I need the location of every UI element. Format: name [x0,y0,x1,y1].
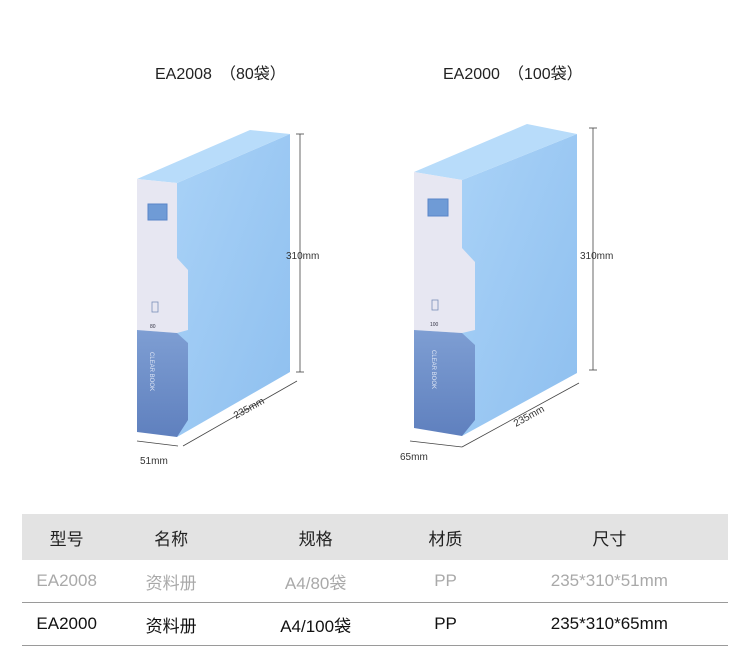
binder-ea2000-spine-window [427,198,449,217]
cell-size: 235*310*51mm [490,560,728,603]
binder-ea2008-spine-icon [151,301,159,313]
table-row: EA2008 资料册 A4/80袋 PP 235*310*51mm [22,560,728,603]
binder-ea2008-spine-window [147,203,168,221]
spec-table-header: 型号 名称 规格 材质 尺寸 [22,514,728,560]
header-material: 材质 [400,514,491,560]
cell-name: 资料册 [111,602,231,646]
binder-ea2000-spine-text: CLEAR BOOK [430,350,436,389]
binder-ea2008-spine-count: 80 [150,324,156,330]
width-dim-line-left [182,380,298,447]
header-size: 尺寸 [490,514,728,560]
binder-ea2008-spine-lower [137,330,188,437]
header-spec: 规格 [230,514,401,560]
height-label-ea2008: 310mm [286,251,320,262]
cell-spec: A4/100袋 [230,602,401,646]
binder-ea2008 [137,130,290,437]
cell-model: EA2008 [22,560,112,603]
header-model: 型号 [22,514,112,560]
binder-ea2000-spine-icon [431,299,439,311]
thickness-label-ea2008: 51mm [140,456,168,467]
spec-table: 型号 名称 规格 材质 尺寸 EA2008 资料册 A4/80袋 PP 235*… [22,514,728,646]
cell-model: EA2000 [22,602,112,646]
product-illustration: 80 CLEAR BOOK 100 CLEAR BOOK [136,124,597,448]
cell-spec: A4/80袋 [230,560,401,603]
product-caption-ea2008: EA2008 （80袋） [155,66,286,83]
binder-ea2000-spine-count: 100 [430,322,439,328]
binder-ea2008-spine-text: CLEAR BOOK [148,352,154,391]
thickness-label-ea2000: 65mm [400,452,428,463]
thickness-dim-line-left [136,440,179,447]
binder-ea2000 [414,124,577,436]
binder-ea2000-spine-lower [414,330,475,436]
width-dim-line-right [461,382,580,448]
cell-size: 235*310*65mm [490,602,728,646]
binder-ea2008-cover [177,134,290,437]
cell-material: PP [400,560,491,603]
thickness-dim-line-right [409,440,463,448]
binder-ea2000-cover [462,134,577,436]
height-label-ea2000: 310mm [580,251,614,262]
product-caption-ea2000: EA2000 （100袋） [443,66,583,83]
binder-ea2008-top [137,130,290,183]
binder-ea2000-top [414,124,577,180]
cell-material: PP [400,602,491,646]
cell-name: 资料册 [111,560,231,603]
table-row: EA2000 资料册 A4/100袋 PP 235*310*65mm [22,602,728,646]
header-name: 名称 [111,514,231,560]
